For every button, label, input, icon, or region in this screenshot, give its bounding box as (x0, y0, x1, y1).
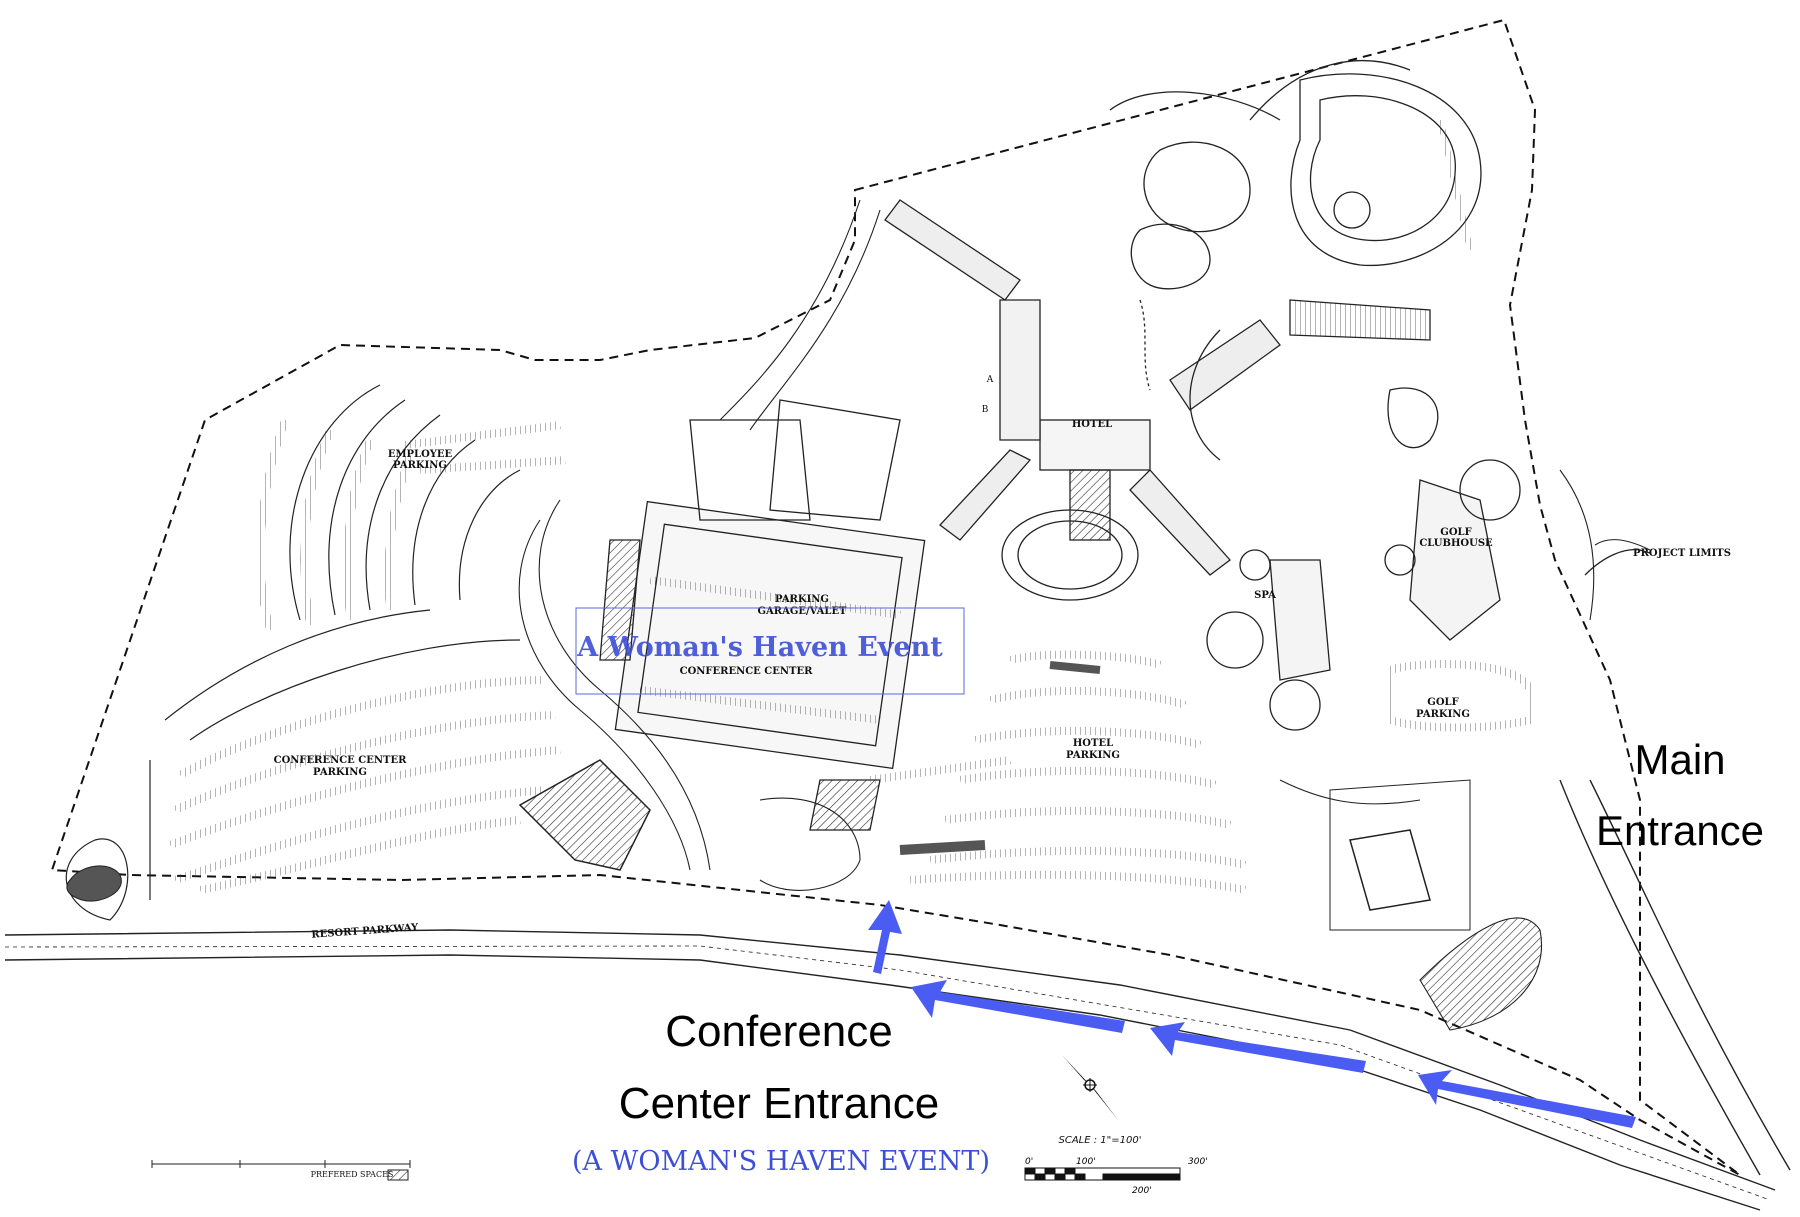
resort-parkway-label: RESORT PARKWAY (311, 922, 419, 941)
event-banner-box (575, 607, 965, 695)
project-limits-label: PROJECT LIMITS (1633, 548, 1731, 559)
conference-center-label: CONFERENCE CENTER (680, 666, 813, 677)
resort-parkway-road (4, 779, 1791, 1211)
parking-garage-label: PARKING (775, 594, 829, 605)
site-paths (518, 199, 1651, 1031)
conference-center-parking-label: CONFERENCE CENTER (274, 755, 407, 766)
event-caption: (A WOMAN'S HAVEN EVENT) (572, 1146, 990, 1177)
building-a-label: A (986, 375, 994, 385)
hotel-complex (884, 199, 1431, 601)
west-pond (66, 865, 122, 902)
scale-tick-0: 0' (1025, 1157, 1033, 1167)
hotel-parking-lot (869, 650, 1246, 894)
spa-label: SPA (1254, 590, 1276, 601)
hatched-lot (518, 759, 651, 871)
preferred-spaces-label: PREFERED SPACES (311, 1170, 394, 1179)
main-entrance-label-2: Entrance (1596, 807, 1764, 854)
golf-and-spa (1206, 459, 1534, 732)
conference-entrance-label: Conference (665, 1007, 892, 1056)
golf-parking-label: GOLF (1427, 697, 1458, 708)
scale-tick-100: 100' (1076, 1157, 1096, 1167)
main-entrance-label: Main (1634, 736, 1725, 783)
scale-title: SCALE : 1"=100' (1059, 1135, 1142, 1146)
scale-tick-200: 200' (1132, 1186, 1152, 1196)
employee-parking-label: EMPLOYEE (388, 449, 453, 460)
north-arrow-icon (1062, 1055, 1118, 1120)
route-arrow-icon (1150, 1022, 1366, 1073)
route-arrow-icon (868, 900, 902, 974)
scale-bar (1024, 1167, 1181, 1181)
scale-tick-300: 300' (1188, 1157, 1208, 1167)
parking-garage-label-2: GARAGE/VALET (757, 606, 847, 617)
route-arrow-icon (1418, 1070, 1636, 1128)
conference-center-building (599, 399, 926, 831)
employee-parking-label-2: PARKING (393, 460, 447, 471)
west-parking-lots (65, 384, 566, 921)
pool-grounds (1109, 60, 1482, 461)
route-arrows (868, 900, 1636, 1128)
conference-center-parking-label-2: PARKING (313, 767, 367, 778)
golf-clubhouse-label: GOLF (1440, 527, 1471, 538)
route-arrow-icon (911, 980, 1125, 1033)
event-banner-text: A Woman's Haven Event (576, 632, 943, 663)
hotel-label: HOTEL (1072, 419, 1112, 430)
conference-entrance-label-2: Center Entrance (619, 1079, 939, 1128)
preferred-spaces-swatch (387, 1169, 409, 1181)
golf-clubhouse-label-2: CLUBHOUSE (1419, 538, 1493, 549)
legend (151, 1160, 411, 1181)
hotel-parking-label: HOTEL (1073, 738, 1113, 749)
project-limits-leader (1584, 549, 1651, 576)
building-b-label: B (982, 405, 989, 415)
hotel-parking-label-2: PARKING (1066, 750, 1120, 761)
golf-parking-label-2: PARKING (1416, 709, 1470, 720)
